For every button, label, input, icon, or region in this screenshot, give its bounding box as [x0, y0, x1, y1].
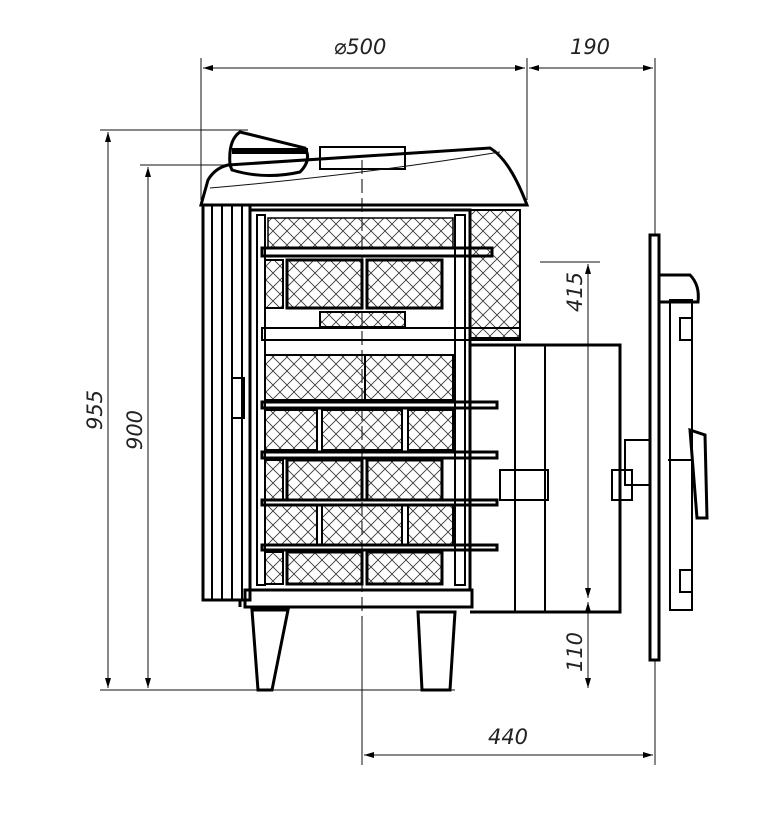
- stove-top: [199, 130, 530, 207]
- dim-diameter-label: ⌀500: [334, 35, 387, 59]
- dim-body-height-label: 900: [123, 410, 147, 450]
- stove-door: [624, 233, 709, 662]
- firebrick-lining: [260, 217, 499, 586]
- stove-body: [201, 203, 521, 609]
- outlet-tunnel: [470, 343, 633, 614]
- stove-legs: [250, 608, 457, 692]
- dim-outlet-bottom-label: 110: [563, 632, 587, 672]
- dim-door-depth-label: 190: [570, 35, 610, 59]
- dim-total-height-label: 955: [83, 390, 107, 430]
- dim-outlet-depth-label: 440: [488, 725, 528, 749]
- dim-outlet-height-label: 415: [563, 272, 587, 312]
